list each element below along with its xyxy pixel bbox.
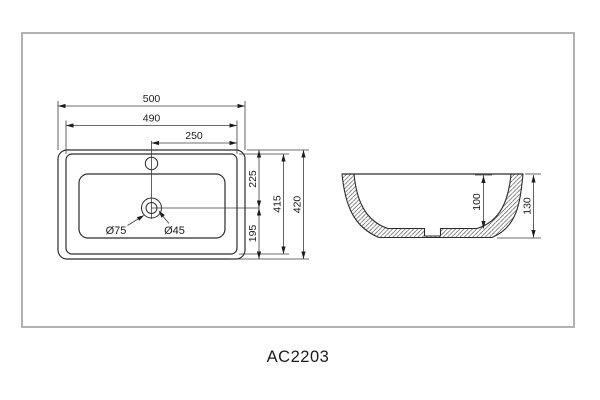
arrowhead-up <box>481 175 486 183</box>
dim-inner-height: 100 <box>471 193 483 211</box>
dim-overall-height: 130 <box>522 197 534 215</box>
arrowhead-right <box>237 103 245 109</box>
dimension-415: 415 <box>272 154 286 254</box>
arrowhead-right <box>229 140 237 146</box>
arrowhead-down <box>256 200 262 208</box>
arrowhead-up <box>531 175 536 183</box>
arrowhead-left <box>58 103 66 109</box>
arrowhead-left <box>66 123 74 128</box>
arrowhead-down <box>481 221 486 229</box>
section-wall-hatched <box>341 173 524 239</box>
label-drain-diameter: Ø45 <box>164 225 185 237</box>
arrowhead-leader <box>136 215 145 221</box>
dim-center-to-right: 250 <box>185 130 203 142</box>
dim-overall-width: 500 <box>143 93 161 105</box>
drawing-border-frame <box>21 32 575 328</box>
dim-inner-depth: 415 <box>272 195 284 213</box>
arrowhead-right <box>229 123 237 128</box>
label-recess-diameter: Ø75 <box>106 225 127 237</box>
arrowhead-leader <box>158 210 165 218</box>
dim-overall-depth: 420 <box>292 196 304 214</box>
dimension-250: 250 <box>151 130 237 146</box>
basin-top-view: 500 490 250 225 195 <box>57 93 309 260</box>
dimension-420: 420 <box>292 150 306 259</box>
model-number-label: AC2203 <box>267 348 330 366</box>
arrowhead-up <box>256 150 262 158</box>
dimension-490: 490 <box>65 113 238 154</box>
arrowhead-up <box>281 154 286 162</box>
arrowhead-down <box>301 251 306 259</box>
arrowhead-down <box>256 251 262 259</box>
dimension-100: 100 <box>471 174 492 229</box>
dim-top-to-drain: 225 <box>247 170 259 188</box>
arrowhead-down <box>531 230 536 238</box>
dimension-500: 500 <box>57 93 246 150</box>
arrowhead-down <box>281 246 286 254</box>
dimension-225-195: 225 195 <box>247 150 262 259</box>
arrowhead-up <box>301 150 306 158</box>
arrowhead-up <box>256 208 262 216</box>
dim-inner-width: 490 <box>143 113 161 125</box>
arrowhead-left <box>151 140 159 146</box>
basin-side-section-view: 100 130 <box>341 173 541 239</box>
dimension-130: 130 <box>497 173 541 239</box>
callout-recess-diameter: Ø75 <box>106 215 145 237</box>
dim-drain-to-bottom: 195 <box>247 225 259 243</box>
callout-drain-diameter: Ø45 <box>158 210 185 237</box>
basin-bowl-outline <box>78 173 226 239</box>
